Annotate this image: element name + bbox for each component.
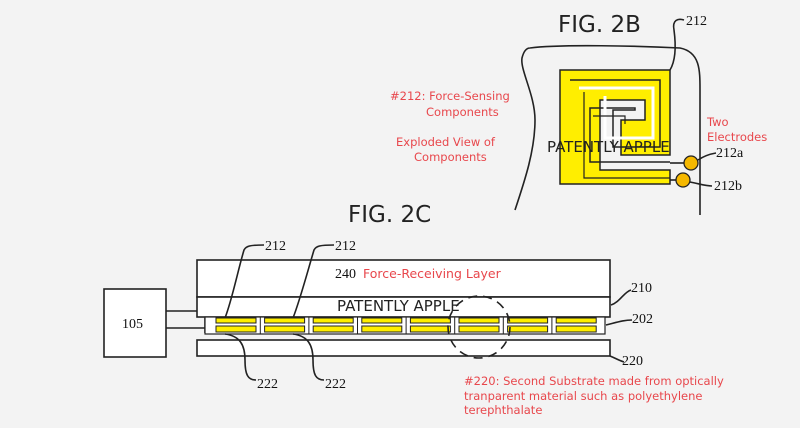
electrode-pad-222 <box>409 325 451 333</box>
electrode-pad-222 <box>264 325 306 333</box>
electrode-pad-212 <box>507 317 549 324</box>
electrode-pad-212 <box>215 317 257 324</box>
electrode-pad-222 <box>507 325 549 333</box>
ref-212b: 212b <box>714 179 742 194</box>
electrode-pad-212 <box>409 317 451 324</box>
ref-222-left: 222 <box>257 377 278 392</box>
electrode-pad-222 <box>458 325 500 333</box>
watermark-2b: PATENTLY APPLE <box>547 138 670 156</box>
fig-2c-title: FIG. 2C <box>348 202 431 228</box>
electrode-pad-222 <box>312 325 354 333</box>
ref-212: 212 <box>686 14 707 29</box>
note-force-sensing: #212: Force-Sensing <box>390 89 510 103</box>
electrode-pad-222 <box>215 325 257 333</box>
electrode-pad-222 <box>555 325 597 333</box>
ref-212a: 212a <box>716 146 744 161</box>
spiral-electrode <box>559 69 671 185</box>
ref-105: 105 <box>122 317 143 332</box>
ref-212-right: 212 <box>335 239 356 254</box>
electrode-pad-222 <box>361 325 403 333</box>
note-220-line-2: tranparent material such as polyethylene <box>464 389 702 403</box>
note-exploded-view-2: Components <box>414 150 487 164</box>
electrode-pad-212 <box>312 317 354 324</box>
ref-202: 202 <box>632 312 653 327</box>
layer-240-label: Force-Receiving Layer <box>363 266 502 281</box>
watermark-2c: PATENTLY APPLE <box>337 297 460 315</box>
ref-220: 220 <box>622 354 643 369</box>
electrode-pad-212 <box>458 317 500 324</box>
detail-circle <box>447 295 511 359</box>
note-electrodes: Electrodes <box>707 130 767 144</box>
ref-240: 240 <box>335 267 356 282</box>
ref-210: 210 <box>631 281 652 296</box>
electrode-pads <box>215 317 597 334</box>
note-force-sensing-2: Components <box>426 105 499 119</box>
electrode-pad-212 <box>264 317 306 324</box>
ref-212-left: 212 <box>265 239 286 254</box>
note-220-line-1: #220: Second Substrate made from optical… <box>464 374 724 388</box>
electrode-212b-dot <box>675 172 691 188</box>
electrode-pad-212 <box>555 317 597 324</box>
controller-105-box <box>103 288 167 358</box>
layer-220 <box>196 339 611 357</box>
note-exploded-view: Exploded View of <box>396 135 496 149</box>
ref-222-right: 222 <box>325 377 346 392</box>
electrode-pad-212 <box>361 317 403 324</box>
note-220-line-3: terephthalate <box>464 403 542 417</box>
electrode-212a-dot <box>683 155 699 171</box>
note-two: Two <box>706 115 729 129</box>
fig-2b-title: FIG. 2B <box>558 12 641 38</box>
fig-2b-substrate-outline <box>514 44 701 215</box>
